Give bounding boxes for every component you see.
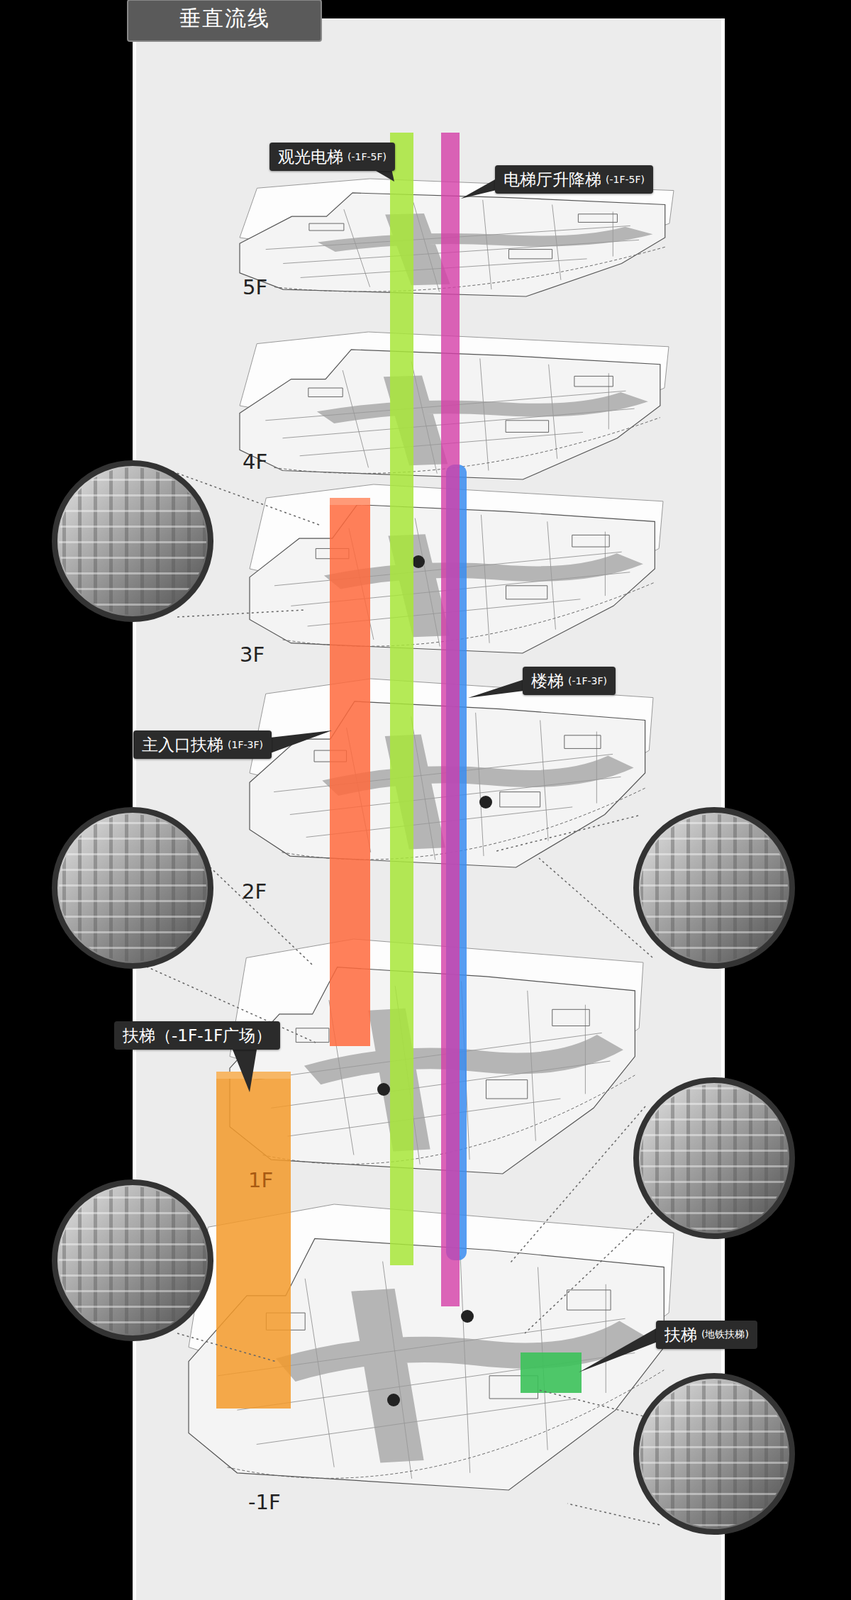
floor-label: 2F — [241, 879, 267, 904]
callout-range: (-1F-5F) — [347, 151, 387, 163]
callout-text: 观光电梯 — [277, 146, 344, 169]
callout-box: 主入口扶梯(1F-3F) — [133, 730, 272, 759]
callout-text: 电梯厅升降梯 — [503, 168, 602, 191]
floor-label: -1F — [248, 1489, 281, 1515]
callout-box: 扶梯(地铁扶梯) — [655, 1320, 758, 1349]
floor-label: 1F — [248, 1167, 274, 1193]
floor-label: 3F — [239, 642, 265, 667]
callout-range: (-1F-5F) — [605, 173, 645, 186]
callout-text: 主入口扶梯 — [141, 733, 224, 756]
callout-text: 楼梯 — [531, 670, 564, 693]
callout-text: 扶梯 — [664, 1324, 698, 1346]
callout-box: 扶梯（-1F-1F广场） — [114, 1021, 281, 1050]
callout-range: (1F-3F) — [227, 738, 264, 751]
callout-range: (-1F-3F) — [568, 675, 608, 687]
callout-range: (地铁扶梯) — [701, 1328, 749, 1342]
floor-label: 5F — [242, 275, 268, 300]
callout-box: 楼梯 (-1F-3F) — [522, 666, 616, 695]
floor-label: 4F — [242, 449, 268, 474]
callout-box: 电梯厅升降梯(-1F-5F) — [494, 165, 654, 194]
callout-text: 扶梯（-1F-1F广场） — [122, 1024, 272, 1047]
title-text: 垂直流线 — [127, 4, 322, 34]
callout-box: 观光电梯(-1F-5F) — [269, 142, 396, 171]
